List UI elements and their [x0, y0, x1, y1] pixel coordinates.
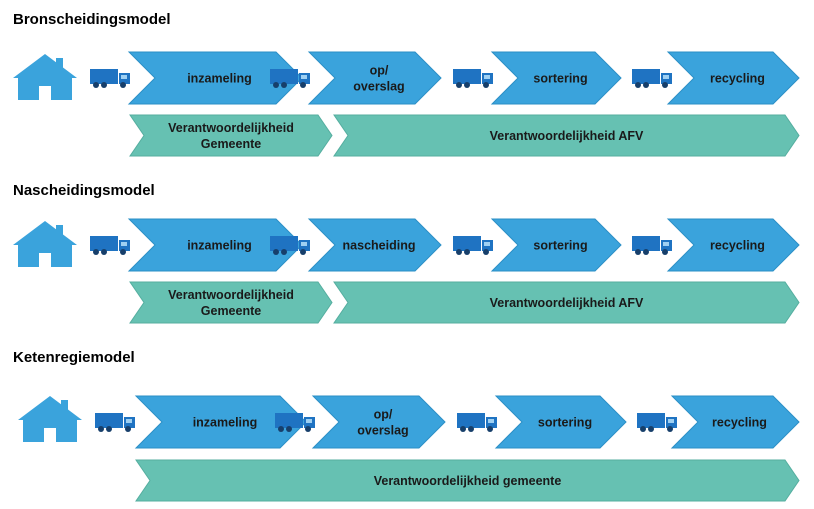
band-label: Gemeente: [201, 304, 261, 318]
process-step: sortering: [490, 218, 622, 272]
step-label: inzameling: [187, 72, 252, 86]
step-arrow: [127, 51, 303, 105]
truck-icon: [270, 236, 310, 255]
step-label: recycling: [710, 72, 765, 86]
responsibility-band: Verantwoordelijkheid AFV: [333, 114, 800, 157]
step-label: op/: [370, 64, 389, 78]
step-label: sortering: [533, 239, 587, 253]
band-label: Verantwoordelijkheid: [168, 121, 294, 135]
truck-icon: [453, 236, 493, 255]
step-label: inzameling: [187, 239, 252, 253]
truck-icon: [632, 236, 672, 255]
responsibility-band: Verantwoordelijkheid gemeente: [135, 459, 800, 502]
step-label: sortering: [538, 416, 592, 430]
truck-icon: [637, 413, 677, 432]
process-step: recycling: [666, 218, 800, 272]
step-label: op/: [374, 408, 393, 422]
truck-icon: [95, 413, 135, 432]
band-label: Verantwoordelijkheid AFV: [490, 129, 644, 143]
band-label: Verantwoordelijkheid: [168, 288, 294, 302]
model-2: Nascheidingsmodel inzameling nascheiding so…: [13, 182, 800, 324]
process-step: inzameling: [127, 51, 303, 105]
model-title: Nascheidingsmodel: [13, 182, 155, 199]
model-3: Ketenregiemodel inzameling op/overslag sort…: [13, 349, 800, 502]
band-label: Gemeente: [201, 137, 261, 151]
truck-icon: [632, 69, 672, 88]
step-arrow: [666, 51, 800, 105]
band-arrow: [333, 114, 800, 157]
step-arrow: [490, 51, 622, 105]
band-arrow: [135, 459, 800, 502]
step-arrow: [490, 218, 622, 272]
band-arrow: [333, 281, 800, 324]
house-icon: [13, 221, 77, 267]
step-label: recycling: [710, 239, 765, 253]
process-step: nascheiding: [307, 218, 442, 272]
process-step: op/overslag: [307, 51, 442, 105]
responsibility-band: Verantwoordelijkheid AFV: [333, 281, 800, 324]
step-label: nascheiding: [343, 239, 416, 253]
model-title: Ketenregiemodel: [13, 349, 135, 366]
process-step: recycling: [670, 395, 800, 449]
step-arrow: [307, 218, 442, 272]
truck-icon: [90, 236, 130, 255]
step-arrow: [134, 395, 307, 449]
truck-icon: [275, 413, 315, 432]
process-step: sortering: [490, 51, 622, 105]
truck-icon: [457, 413, 497, 432]
house-icon: [13, 54, 77, 100]
step-label: overslag: [357, 424, 408, 438]
process-step: op/overslag: [311, 395, 446, 449]
step-label: sortering: [533, 72, 587, 86]
step-arrow: [666, 218, 800, 272]
model-title: Bronscheidingsmodel: [13, 11, 171, 28]
process-step: inzameling: [127, 218, 303, 272]
process-step: inzameling: [134, 395, 307, 449]
truck-icon: [453, 69, 493, 88]
band-arrow: [129, 281, 333, 324]
band-label: Verantwoordelijkheid gemeente: [374, 474, 562, 488]
band-label: Verantwoordelijkheid AFV: [490, 296, 644, 310]
house-icon: [18, 396, 82, 442]
step-arrow: [311, 395, 446, 449]
step-arrow: [494, 395, 627, 449]
process-step: recycling: [666, 51, 800, 105]
step-arrow: [127, 218, 303, 272]
step-arrow: [307, 51, 442, 105]
step-label: recycling: [712, 416, 767, 430]
step-arrow: [670, 395, 800, 449]
band-arrow: [129, 114, 333, 157]
truck-icon: [90, 69, 130, 88]
truck-icon: [270, 69, 310, 88]
step-label: inzameling: [193, 416, 258, 430]
process-step: sortering: [494, 395, 627, 449]
step-label: overslag: [353, 80, 404, 94]
model-1: Bronscheidingsmodel inzameling op/overslag…: [13, 11, 800, 157]
